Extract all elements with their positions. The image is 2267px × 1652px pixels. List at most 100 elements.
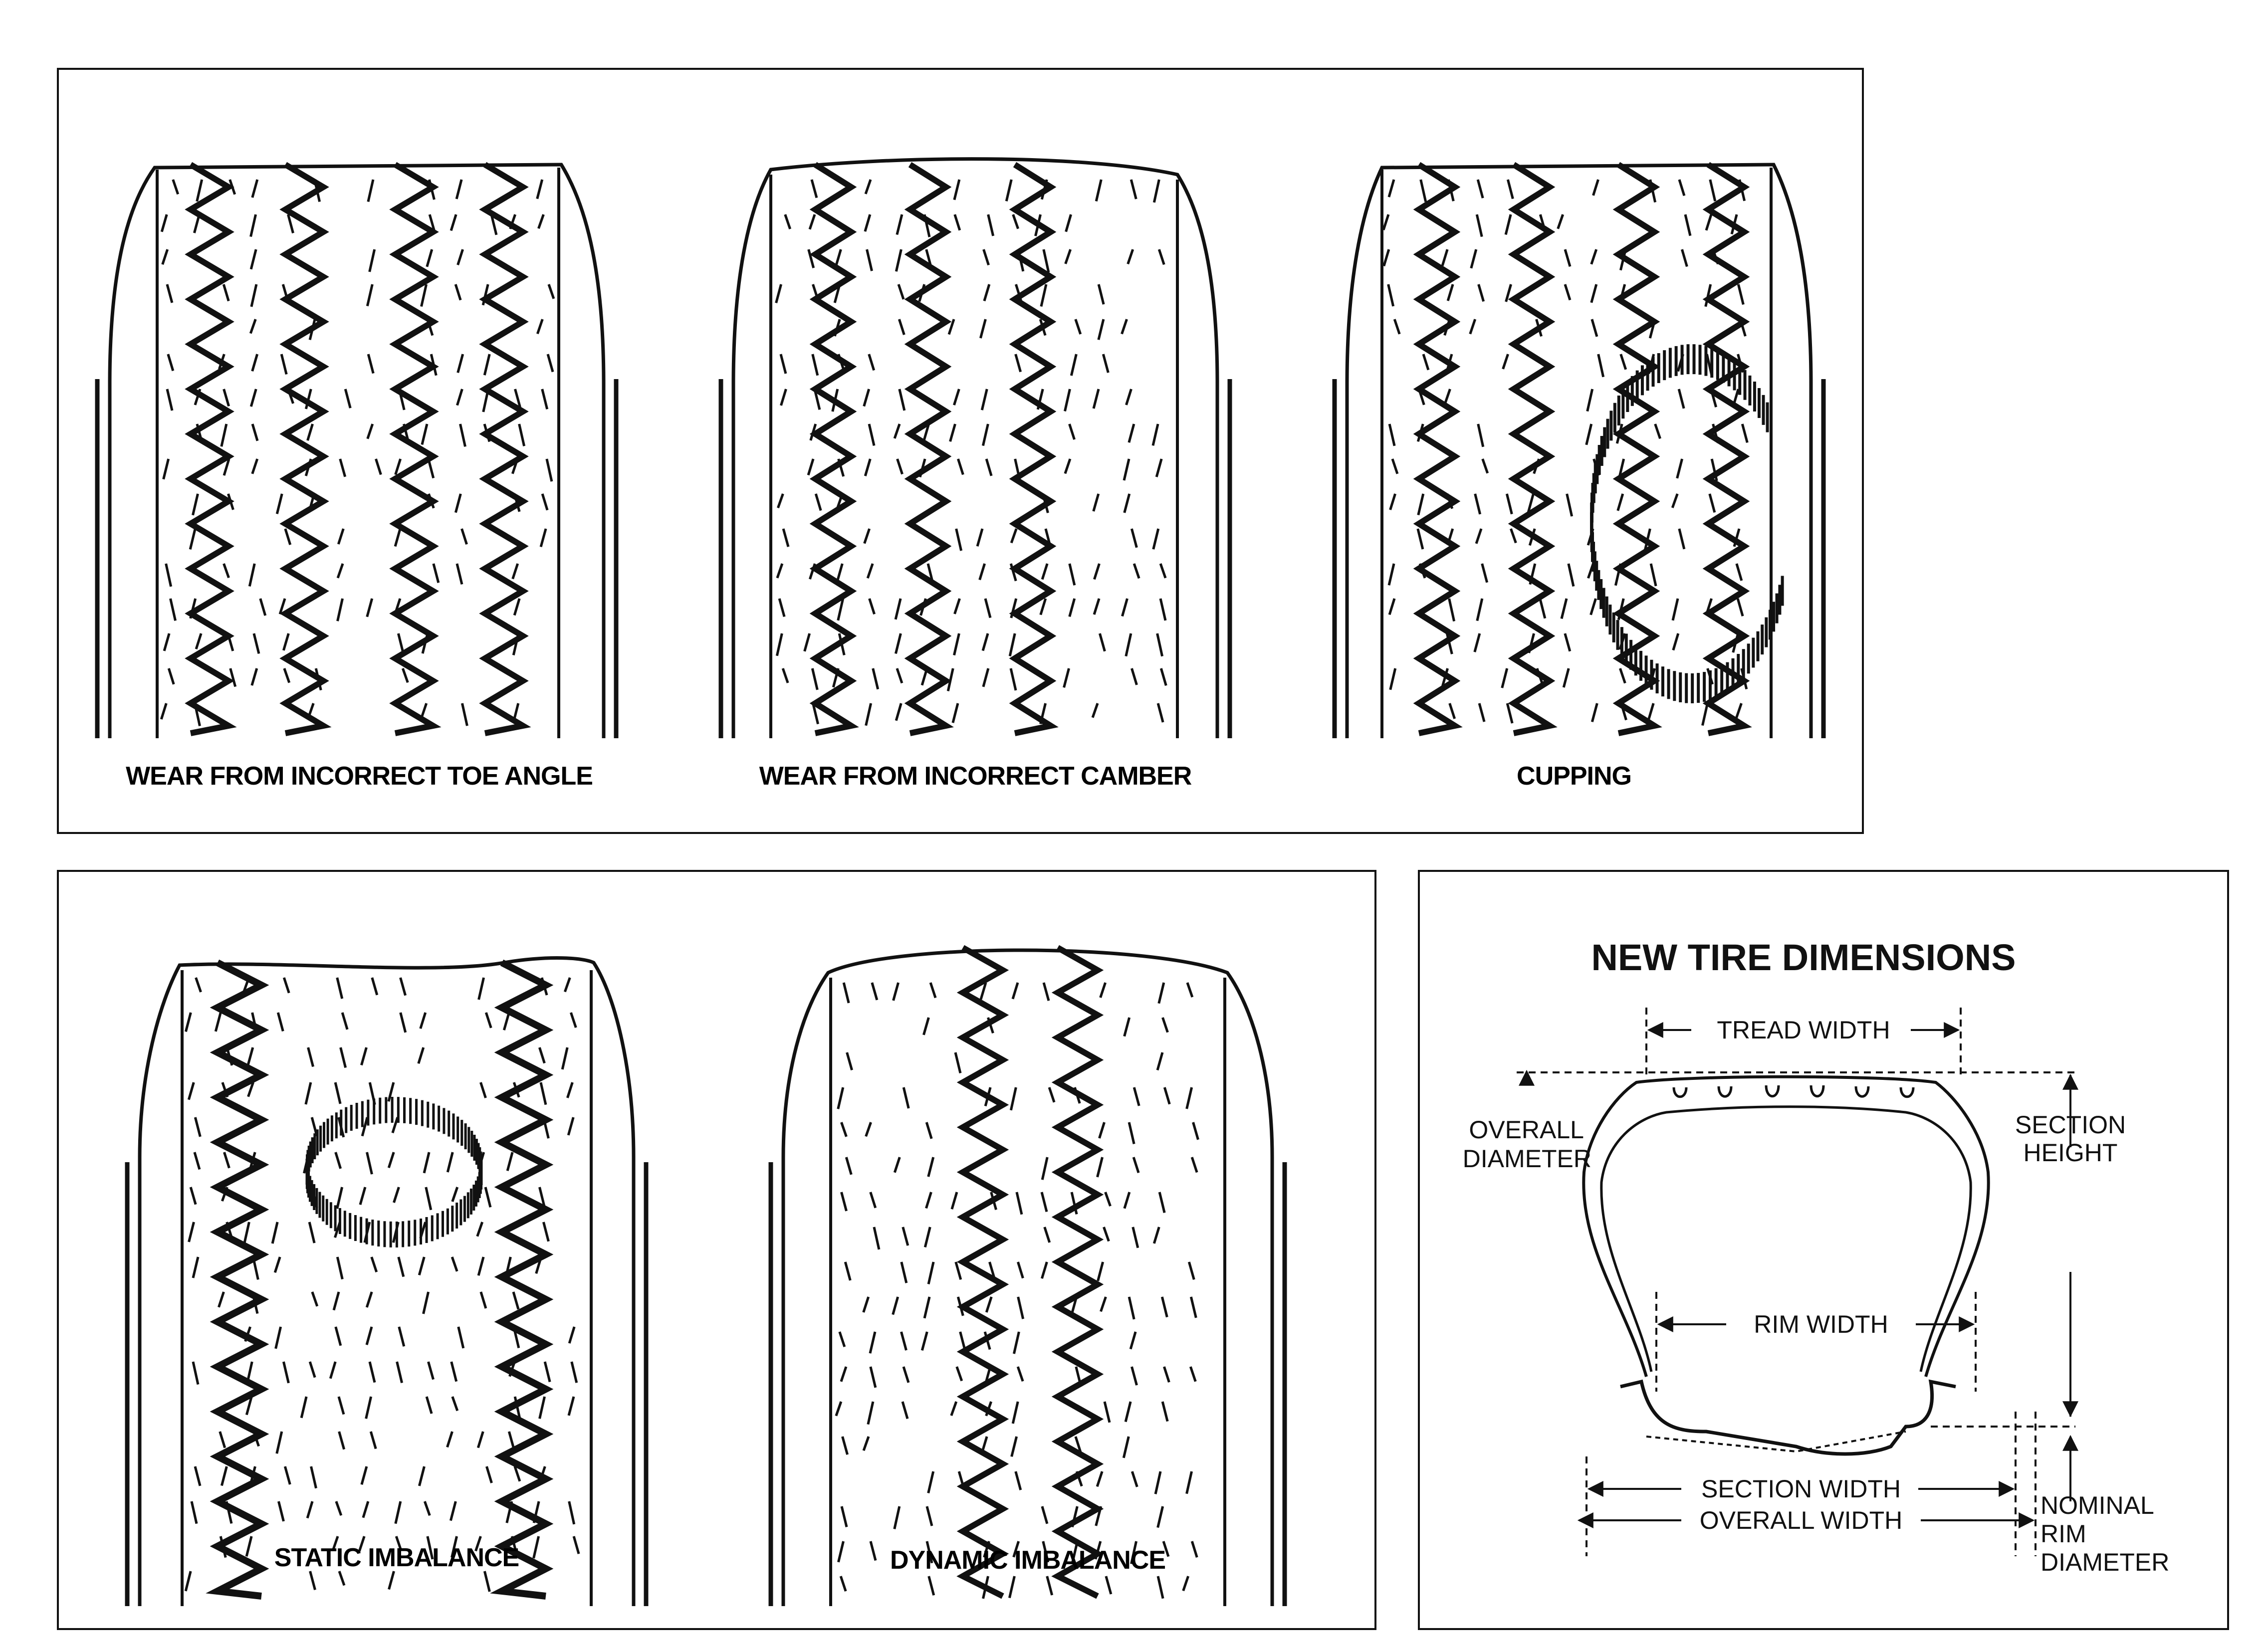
tread-sipe — [1074, 1436, 1082, 1453]
tread-sipe — [1093, 598, 1101, 615]
tread-sipe — [281, 284, 289, 302]
tread-sipe — [1163, 1366, 1170, 1383]
tread-sipe — [547, 284, 555, 299]
tread-sipe — [925, 1192, 932, 1209]
tread-sipe — [1539, 598, 1547, 619]
tread-sipe — [223, 563, 230, 579]
tread-sipe — [1070, 1192, 1078, 1215]
tread-sipe — [368, 1361, 376, 1383]
tread-sipe — [1039, 703, 1047, 725]
tread-sipe — [1416, 423, 1424, 442]
tread-sipe — [195, 977, 202, 993]
tread-sipe — [227, 493, 234, 510]
tread-sipe — [1182, 1576, 1190, 1592]
tread-groove — [1009, 162, 1059, 736]
tread-sipe — [1011, 1401, 1019, 1424]
label-rim-width: RIM WIDTH — [1754, 1310, 1888, 1338]
tread-sipe — [844, 1261, 852, 1281]
tread-sipe — [1710, 458, 1718, 481]
tread-groove — [490, 959, 554, 1600]
tread-sipe — [902, 1087, 910, 1109]
tread-sipe — [508, 1361, 516, 1377]
tread-sipe — [1710, 389, 1718, 408]
tread-sipe — [427, 1361, 435, 1380]
tread-sipe — [375, 458, 382, 475]
tread-sipe — [1648, 319, 1656, 339]
tread-sipe — [332, 1291, 340, 1311]
tread-sipe — [546, 354, 554, 373]
tread-sipe — [1096, 1471, 1104, 1487]
tread-sipe — [1064, 389, 1071, 412]
tread-sipe — [1016, 1366, 1024, 1382]
tread-sipe — [1042, 982, 1050, 1001]
tread-sipe — [193, 214, 201, 233]
tread-sipe — [1017, 1296, 1025, 1319]
tread-sipe — [538, 1187, 546, 1208]
tread-sipe — [1068, 563, 1076, 586]
tread-sipe — [778, 598, 786, 618]
tread-sipe — [1620, 703, 1627, 721]
tread-sipe — [542, 1117, 550, 1139]
tread-sipe — [1127, 249, 1134, 265]
tread-sipe — [505, 1501, 513, 1523]
tread-sipe — [1092, 389, 1100, 409]
tread-sipe — [811, 668, 819, 690]
tread-sipe — [228, 179, 236, 195]
tread-sipe — [1156, 703, 1164, 723]
tread-sipe — [925, 1122, 933, 1139]
tread-sipe — [331, 1536, 339, 1552]
tread-sipe — [248, 1152, 256, 1170]
tread-sipe — [1647, 703, 1655, 721]
tread-sipe — [365, 1291, 373, 1308]
tread-sipe — [425, 1396, 433, 1414]
tread-sipe — [1446, 528, 1454, 546]
tread-sipe — [1123, 1017, 1131, 1037]
tread-sipe — [1528, 633, 1536, 653]
tread-sipe — [1477, 284, 1485, 302]
tread-sipe — [919, 598, 927, 616]
tread-sipe — [1014, 458, 1022, 482]
tread-sipe — [451, 1536, 458, 1558]
tread-sipe — [959, 1331, 967, 1352]
tread-sipe — [983, 1331, 991, 1350]
tread-sipe — [833, 319, 841, 337]
tread-sipe — [980, 389, 988, 411]
tread-sipe — [1527, 493, 1535, 513]
tread-sipe — [227, 633, 234, 651]
tread-sipe — [1505, 493, 1513, 515]
tread-sipe — [276, 1012, 284, 1032]
tread-sipe — [393, 1187, 400, 1203]
tread-sipe — [572, 1536, 580, 1554]
tread-sipe — [1469, 319, 1477, 335]
tread-sipe — [1676, 458, 1684, 479]
tread-sipe — [423, 1501, 431, 1516]
tread-sipe — [1046, 1576, 1054, 1596]
tread-sipe — [920, 668, 928, 686]
tread-sipe — [483, 1571, 491, 1592]
tread-sipe — [898, 389, 906, 411]
tread-sipe — [271, 1222, 279, 1244]
tread-sipe — [1185, 1471, 1193, 1494]
tread-sipe — [775, 284, 783, 304]
tread-sipe — [1478, 703, 1486, 722]
tread-sipe — [842, 982, 850, 1004]
tread-sipe — [1073, 1087, 1081, 1104]
tread-sipe — [952, 633, 960, 656]
tread-sipe — [541, 493, 549, 511]
tread-sipe — [1009, 668, 1017, 691]
tread-sipe — [926, 563, 934, 584]
tread-sipe — [226, 1047, 233, 1066]
tire-static-imbalance — [125, 956, 649, 1606]
tread-sipe — [838, 1331, 846, 1347]
tread-sipe — [1566, 493, 1574, 517]
tread-sipe — [161, 249, 169, 265]
tread-sipe — [194, 1466, 202, 1486]
tread-sipe — [1094, 1541, 1102, 1560]
tread-sipe — [567, 1117, 575, 1136]
tread-sipe — [1448, 598, 1456, 622]
tread-sipe — [536, 179, 544, 200]
tread-sipe — [214, 1012, 222, 1032]
tread-sipe — [950, 1192, 958, 1210]
tread-sipe — [984, 598, 992, 619]
tread-sipe — [513, 1396, 521, 1420]
